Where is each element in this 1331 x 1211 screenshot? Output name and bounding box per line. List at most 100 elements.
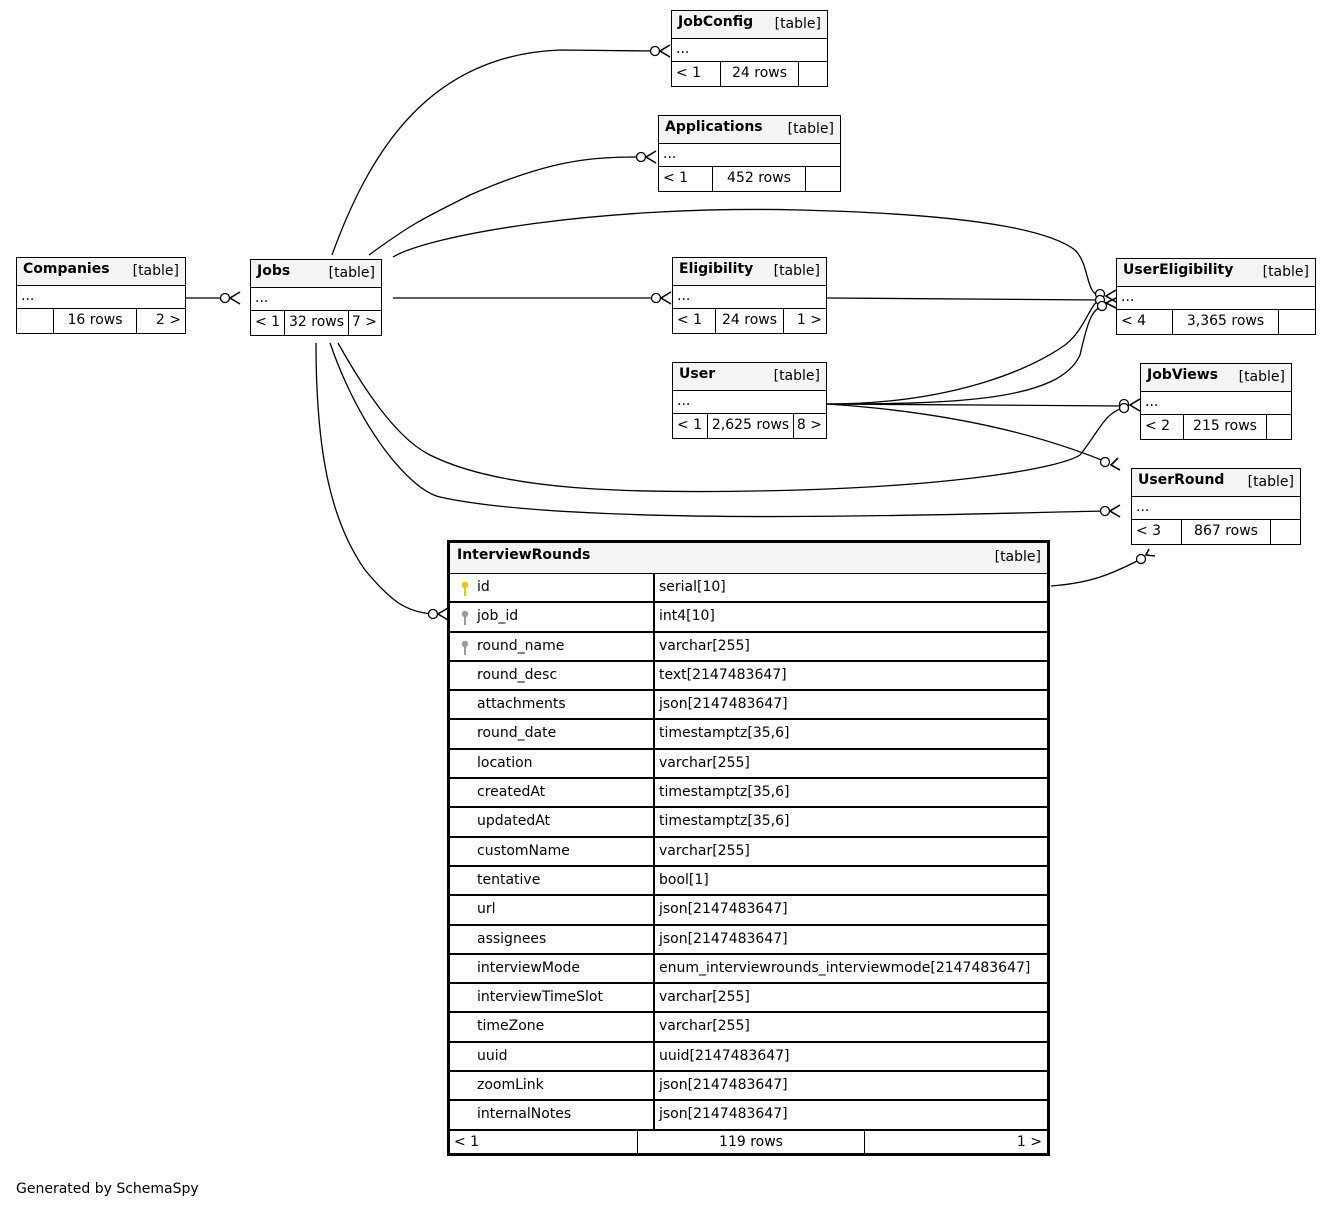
column-type: text[2147483647] (659, 666, 787, 683)
edge-user-usereligibility-a (826, 299, 1101, 405)
column-row[interactable]: round_desc text[2147483647] (450, 661, 1047, 692)
column-row[interactable]: timeZone varchar[255] (450, 1013, 1047, 1043)
table-name: UserEligibility (1123, 262, 1234, 278)
column-name: tentative (450, 866, 655, 895)
column-name-text: assignees (477, 930, 547, 947)
edge-jobs-jobconfig (331, 49, 656, 256)
row-count: 2,625 rows (707, 414, 793, 438)
parent-count: < 1 (676, 65, 702, 81)
column-name: url (450, 896, 655, 924)
column-name-text: round_desc (477, 666, 558, 683)
column-type: varchar[255] (659, 637, 750, 654)
column-row[interactable]: interviewMode enum_interviewrounds_interv… (450, 954, 1047, 985)
column-type: json[2147483647] (659, 696, 788, 713)
column-type: varchar[255] (659, 842, 750, 859)
column-name-text: uuid (477, 1047, 508, 1064)
table-kind: [table] (994, 549, 1041, 565)
column-name-text: url (477, 901, 496, 918)
child-count (805, 167, 840, 191)
column-name: job_id (450, 603, 655, 631)
row-count: 16 rows (53, 309, 136, 333)
column-type: timestamptz[35,6] (659, 725, 790, 742)
foreign-key-icon (461, 611, 469, 626)
edge-user-userround (826, 403, 1105, 462)
table-name: JobConfig (678, 14, 754, 30)
row-count: 867 rows (1181, 520, 1270, 544)
column-name: uuid (450, 1042, 655, 1071)
parent-count: < 1 (677, 417, 703, 433)
column-name: internalNotes (450, 1101, 655, 1129)
column-row[interactable]: uuid uuid[2147483647] (450, 1042, 1047, 1073)
table-kind: [table] (773, 263, 820, 279)
column-type: varchar[255] (659, 989, 750, 1006)
edge-interviewrounds-userround (1050, 558, 1142, 587)
column-type: json[2147483647] (659, 1106, 788, 1123)
row-count: 452 rows (712, 167, 805, 191)
row-count: 24 rows (715, 309, 783, 333)
child-count: 1 > (783, 309, 826, 333)
table-name: Eligibility (679, 261, 754, 277)
table-kind: [table] (774, 16, 821, 32)
table-name: Companies (23, 261, 110, 277)
column-type: uuid[2147483647] (659, 1047, 790, 1064)
column-name: updatedAt (450, 808, 655, 836)
column-name-text: zoomLink (477, 1077, 544, 1094)
column-name-text: interviewMode (477, 959, 581, 976)
table-kind: [table] (787, 121, 834, 137)
column-row[interactable]: round_date timestamptz[35,6] (450, 720, 1047, 750)
column-name-text: timeZone (477, 1018, 545, 1035)
column-type: timestamptz[35,6] (659, 784, 790, 801)
column-name: assignees (450, 925, 655, 953)
edge-jobs-usereligibility (392, 208, 1101, 297)
parent-count (17, 309, 53, 333)
table-body: ... (17, 286, 185, 309)
table-name: UserRound (1138, 472, 1225, 488)
edge-jobs-applications (368, 156, 642, 256)
column-row[interactable]: attachments json[2147483647] (450, 691, 1047, 721)
table-body: ... (673, 391, 826, 414)
column-type: int4[10] (659, 608, 715, 625)
column-type: timestamptz[35,6] (659, 813, 790, 830)
column-name-text: id (477, 579, 490, 595)
column-name-text: attachments (477, 696, 566, 713)
child-count (1270, 520, 1300, 544)
column-type: bool[1] (659, 871, 709, 888)
table-body: ... (672, 39, 827, 62)
edge-eligibility-usereligibility (826, 297, 1101, 301)
column-name-text: round_date (477, 725, 557, 742)
table-kind: [table] (328, 265, 375, 281)
column-type: enum_interviewrounds_interviewmode[21474… (659, 959, 1031, 976)
column-type: varchar[255] (659, 754, 750, 771)
column-name: attachments (450, 691, 655, 719)
parent-count: < 3 (1136, 523, 1162, 539)
generated-by-credit: Generated by SchemaSpy (16, 1181, 199, 1197)
column-name: round_date (450, 720, 655, 748)
column-type: varchar[255] (659, 1018, 750, 1035)
foreign-key-icon (461, 640, 469, 655)
column-name: zoomLink (450, 1072, 655, 1100)
